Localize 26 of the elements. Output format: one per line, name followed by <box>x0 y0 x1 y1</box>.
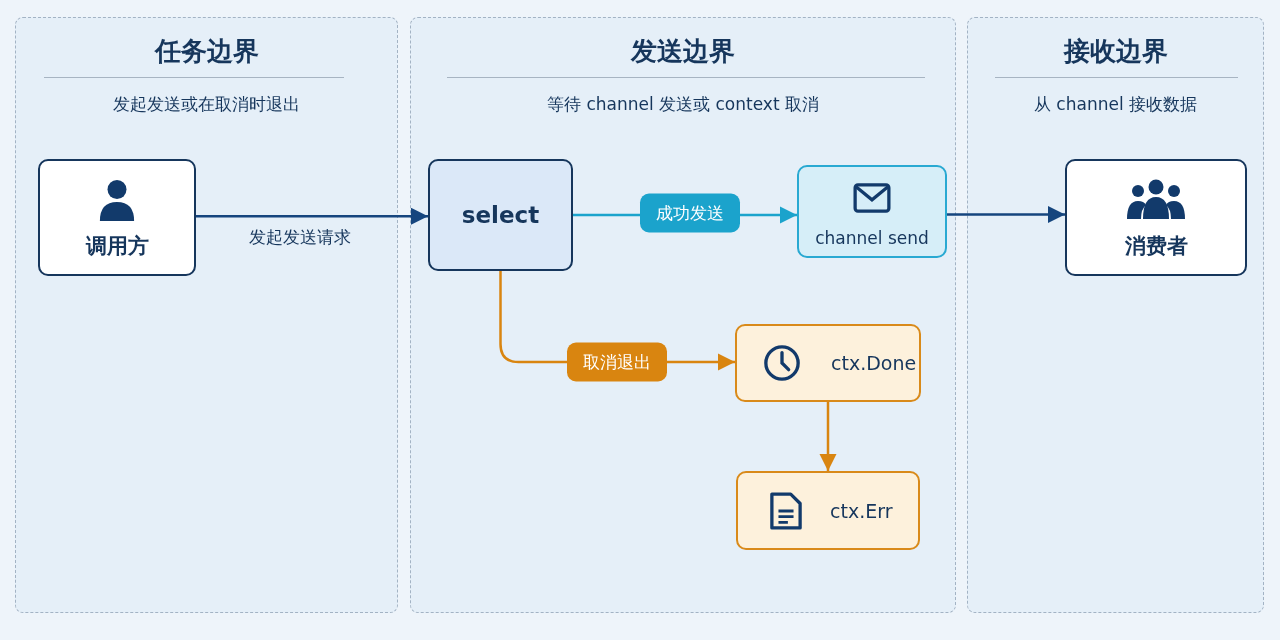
node-label: ctx.Done <box>831 352 917 374</box>
arrow <box>196 207 428 225</box>
process-box <box>38 159 196 276</box>
process-box <box>428 159 573 271</box>
boundary-panel <box>15 17 398 613</box>
panel-subtitle: 等待 channel 发送或 context 取消 <box>547 93 819 116</box>
node-label: ctx.Err <box>830 499 893 522</box>
panel-subtitle: 从 channel 接收数据 <box>1033 93 1198 116</box>
arrow <box>819 402 837 471</box>
boundary-panel <box>967 17 1264 613</box>
panel-title: 任务边界 <box>154 35 259 68</box>
node-label: 调用方 <box>85 234 149 258</box>
process-box <box>1065 159 1247 276</box>
node-label: select <box>461 202 540 228</box>
process-box <box>735 324 921 402</box>
panel-title: 接收边界 <box>1063 35 1168 68</box>
node-label: 消费者 <box>1124 234 1188 258</box>
node-label: channel send <box>815 228 929 248</box>
edge-label-pill: 取消退出 <box>567 342 667 382</box>
arrow <box>947 205 1065 224</box>
process-box <box>797 165 947 258</box>
boundary-panel <box>410 17 956 613</box>
panel-title: 发送边界 <box>631 35 735 68</box>
process-box <box>736 471 920 550</box>
panel-subtitle: 发起发送或在取消时退出 <box>113 93 300 116</box>
edge-label-pill: 成功发送 <box>640 193 740 233</box>
